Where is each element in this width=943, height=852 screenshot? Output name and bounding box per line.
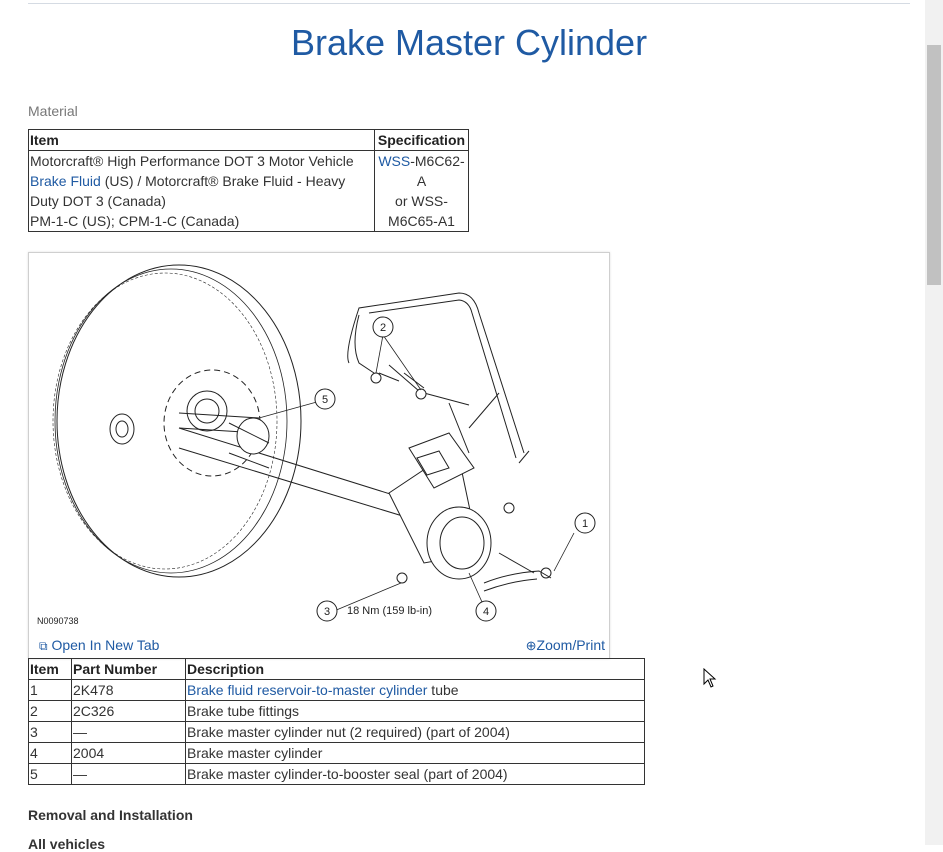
booster-disc-outer: [56, 264, 302, 578]
row2-item: 2: [28, 700, 72, 722]
col-desc-header: Description: [185, 658, 645, 680]
col-item-header: Item: [28, 658, 72, 680]
callout-5: 5: [322, 394, 328, 406]
parts-table-header: Item Part Number Description: [28, 658, 645, 680]
zoom-label: Zoom/Print: [536, 637, 605, 653]
callout-2: 2: [380, 322, 386, 334]
callout-4: 4: [483, 606, 489, 618]
scrollbar-thumb[interactable]: [927, 45, 941, 285]
row4-item: 4: [28, 742, 72, 764]
zoom-icon: ⊕: [525, 638, 537, 653]
open-tab-icon: ⧉: [39, 639, 48, 653]
row1-desc-rest: tube: [427, 682, 459, 698]
table-row: 5 — Brake master cylinder-to-booster sea…: [28, 763, 645, 785]
material-spec-cell: WSS-M6C62-A or WSS- M6C65-A1: [374, 150, 469, 232]
master-cylinder-link[interactable]: master cylinder: [332, 682, 428, 698]
table-row: Motorcraft® High Performance DOT 3 Motor…: [28, 150, 469, 232]
all-vehicles-heading: All vehicles: [28, 836, 106, 852]
top-divider: [28, 0, 910, 4]
open-tab-label: Open In New Tab: [51, 637, 160, 653]
open-new-tab-link[interactable]: ⧉ Open In New Tab: [39, 637, 159, 654]
row3-part: —: [71, 721, 186, 743]
vertical-scrollbar[interactable]: [925, 0, 943, 845]
material-item-line1: Motorcraft® High Performance DOT 3 Motor…: [30, 153, 354, 169]
col-part-header: Part Number: [71, 658, 186, 680]
row1-desc-mid: -to-: [311, 682, 333, 698]
torque-label: 18 Nm (159 lb-in): [347, 605, 432, 617]
row1-desc: Brake fluid reservoir-to-master cylinder…: [185, 679, 645, 701]
row2-desc: Brake tube fittings: [185, 700, 645, 722]
col-spec-header: Specification: [374, 129, 469, 151]
row5-item: 5: [28, 763, 72, 785]
material-item-line2: (US) / Motorcraft® Brake Fluid - Heavy: [100, 173, 346, 189]
figure-toolbar: ⧉ Open In New Tab ⊕Zoom/Print: [29, 633, 609, 658]
callout-1: 1: [582, 518, 588, 530]
brake-fluid-reservoir-link[interactable]: Brake fluid reservoir: [187, 682, 312, 698]
row1-item: 1: [28, 679, 72, 701]
material-item-line4: PM-1-C (US); CPM-1-C (Canada): [30, 213, 240, 229]
col-item-header: Item: [28, 129, 375, 151]
figure-id: N0090738: [37, 616, 79, 626]
wss-link[interactable]: WSS: [378, 153, 411, 169]
diagram-figure[interactable]: 1 2 3 4 5 N0090738 18 Nm (159 lb-in) ⧉ O…: [28, 252, 610, 659]
row5-desc: Brake master cylinder-to-booster seal (p…: [185, 763, 645, 785]
page-title: Brake Master Cylinder: [290, 22, 648, 63]
parts-table: Item Part Number Description 1 2K478 Bra…: [28, 658, 645, 785]
spec-line1: -M6C62-A: [410, 153, 465, 189]
table-row: 4 2004 Brake master cylinder: [28, 742, 645, 764]
callout-3: 3: [324, 606, 330, 618]
row4-desc: Brake master cylinder: [185, 742, 645, 764]
row3-desc: Brake master cylinder nut (2 required) (…: [185, 721, 645, 743]
row4-part: 2004: [71, 742, 186, 764]
brake-master-cylinder-illustration: 1 2 3 4 5: [52, 264, 596, 622]
material-table-header: Item Specification: [28, 129, 469, 151]
material-heading: Material: [28, 103, 78, 119]
mouse-cursor-icon: [703, 668, 717, 688]
spec-line2: or WSS-: [395, 193, 448, 209]
table-row: 1 2K478 Brake fluid reservoir-to-master …: [28, 679, 645, 701]
removal-heading: Removal and Installation: [28, 807, 193, 823]
brake-fluid-link[interactable]: Brake Fluid: [30, 173, 101, 189]
material-table: Item Specification Motorcraft® High Perf…: [28, 129, 469, 232]
row1-part: 2K478: [71, 679, 186, 701]
material-item-cell: Motorcraft® High Performance DOT 3 Motor…: [28, 150, 375, 232]
zoom-print-link[interactable]: ⊕Zoom/Print: [526, 637, 605, 654]
row2-part: 2C326: [71, 700, 186, 722]
table-row: 3 — Brake master cylinder nut (2 require…: [28, 721, 645, 743]
material-item-line3: Duty DOT 3 (Canada): [30, 193, 166, 209]
row5-part: —: [71, 763, 186, 785]
table-row: 2 2C326 Brake tube fittings: [28, 700, 645, 722]
spec-line3: M6C65-A1: [388, 213, 455, 229]
row3-item: 3: [28, 721, 72, 743]
